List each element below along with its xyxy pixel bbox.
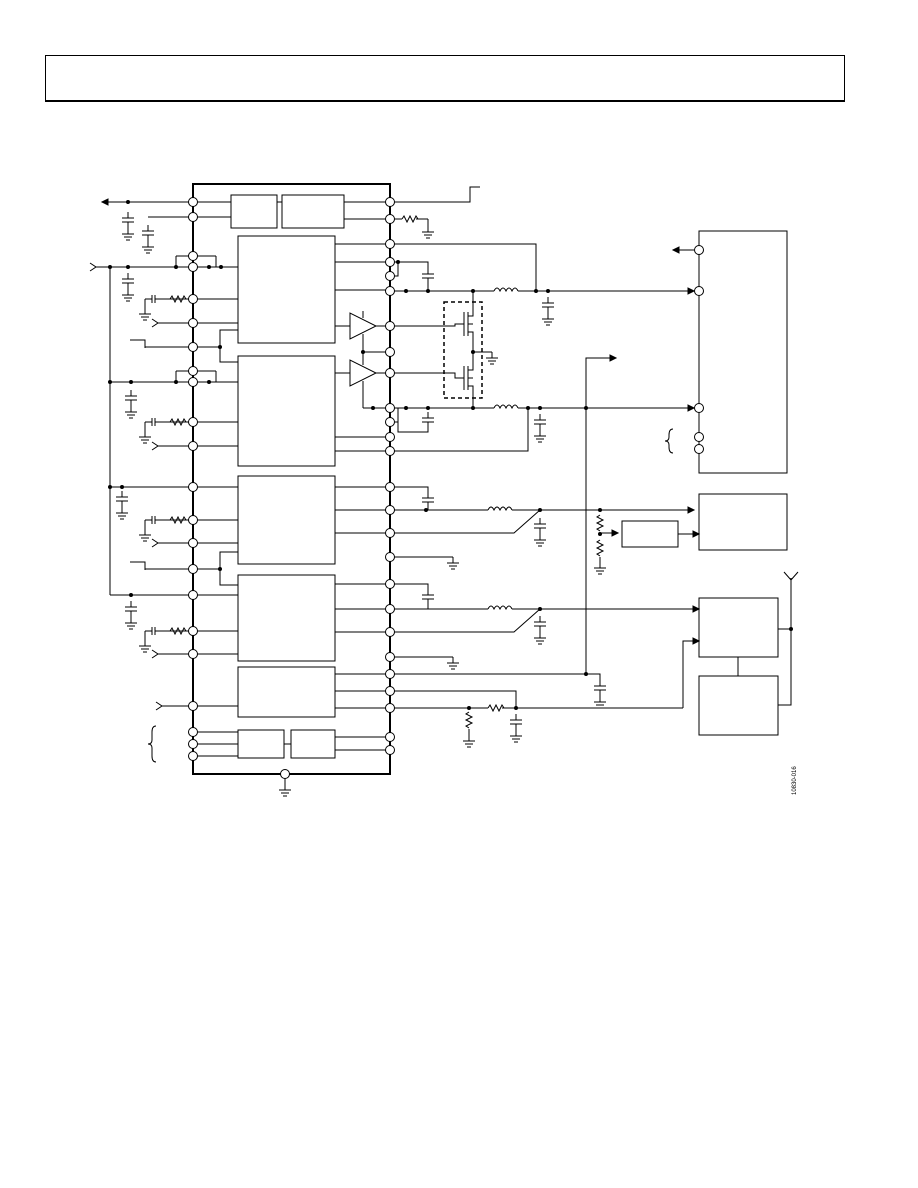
system-pins [664,245,704,454]
left-wiring [89,198,238,763]
right-wiring [362,186,700,748]
internal-connections [193,201,390,751]
external-blocks [621,230,799,736]
figure-id: 10830-016 [792,766,798,795]
ic-package [192,183,391,775]
buffer-amplifiers [335,311,390,389]
internal-blocks [230,194,345,759]
page-header-frame [45,55,845,102]
